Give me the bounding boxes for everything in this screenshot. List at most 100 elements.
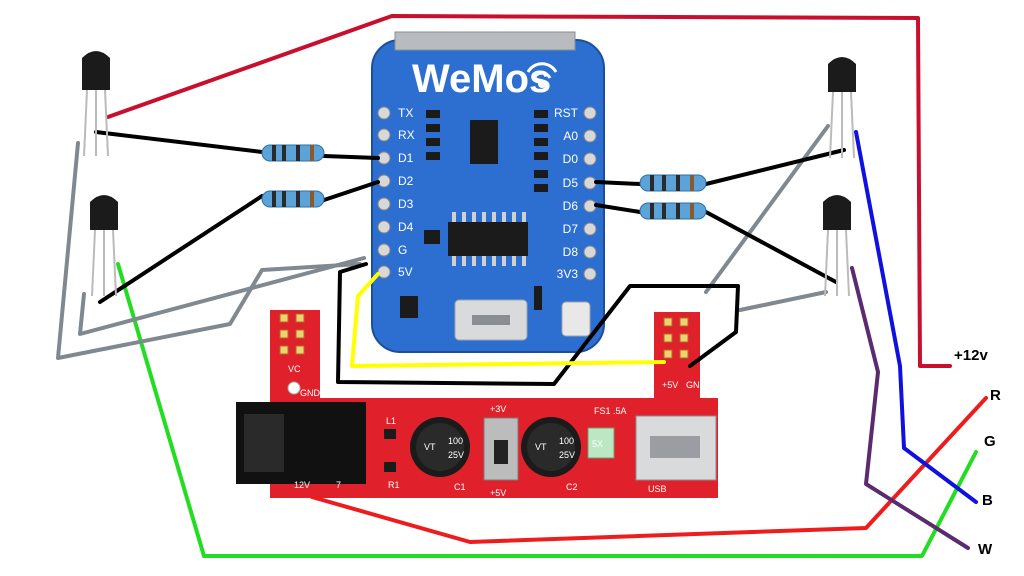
silk-5v-right: +5V (662, 380, 678, 390)
silk-usb: USB (648, 484, 667, 494)
wire-gnd-right (704, 124, 830, 294)
smd-r1 (384, 462, 396, 472)
silk-7: 7 (336, 480, 341, 490)
silk-c1: C1 (454, 482, 466, 492)
wire-w (850, 266, 970, 550)
left-header: TX RX D1 D2 D3 D4 G 5V (377, 106, 415, 279)
silk-gnd-left: GND (300, 388, 321, 398)
transistor-bottom-right (823, 195, 851, 297)
pin-label-d4: D4 (398, 220, 414, 234)
pin-label-d8: D8 (563, 245, 579, 259)
wire-d6-b (704, 210, 838, 284)
pin-label-d0: D0 (563, 152, 579, 166)
wire-d1-b (322, 154, 380, 160)
antenna-shield (394, 31, 576, 51)
pin-label-d5: D5 (563, 176, 579, 190)
psu-led (287, 381, 301, 395)
wire-gnd-right-2 (738, 290, 828, 312)
capacitor-1-top (416, 423, 464, 471)
board-logo: WeMos (412, 57, 551, 101)
smd-cap-1 (424, 230, 440, 244)
silk-gnd-right: GND (686, 380, 707, 390)
reset-button (561, 301, 591, 337)
pin-label-d7: D7 (563, 222, 579, 236)
dc-barrel-jack-opening (244, 414, 284, 472)
wire-gnd-left (56, 141, 362, 360)
psu-left-header (279, 313, 305, 355)
cap2-voltage: 25V (559, 450, 575, 460)
resistors (261, 144, 707, 220)
cap1-value: 100 (448, 436, 463, 446)
cap1-voltage: 25V (448, 450, 464, 460)
wire-12v (106, 14, 952, 368)
fuse (587, 427, 615, 459)
label-g: G (984, 433, 996, 450)
wires (56, 14, 988, 558)
transistor-top-left (82, 51, 110, 157)
fuse-mark: 5X (592, 439, 603, 449)
resistor-d2 (261, 190, 325, 208)
capacitor-2-top (527, 423, 575, 471)
board-smd-parts (400, 110, 548, 318)
resistor-d5 (639, 174, 707, 192)
wire-d5-a (594, 180, 642, 186)
regulator (470, 120, 498, 164)
slide-switch-knob (494, 440, 508, 464)
silk-3v: +3V (490, 404, 506, 414)
diode (534, 286, 542, 310)
wire-g (116, 262, 978, 558)
label-r: R (990, 387, 1001, 404)
pin-label-g: G (398, 243, 407, 257)
right-header: RST A0 D0 D5 D6 D7 D8 3V3 (554, 106, 597, 281)
pin-label-tx: TX (398, 106, 413, 120)
wire-d1-a (94, 130, 264, 154)
usb-port-slot (472, 315, 510, 325)
psu-right-header (663, 317, 689, 359)
silk-fs1: FS1 .5A (594, 406, 627, 416)
wire-gnd-left-2 (78, 256, 366, 336)
silk-12v: 12V (294, 480, 310, 490)
smd-l1 (384, 429, 396, 439)
pin-label-d2: D2 (398, 174, 414, 188)
wire-d2-b (322, 180, 380, 202)
pin-label-d3: D3 (398, 197, 414, 211)
silk-l1: L1 (386, 416, 396, 426)
resistor-d6 (639, 202, 707, 220)
silk-vc: VC (288, 364, 301, 374)
cap2-series: VT (535, 442, 547, 452)
silk-c2: C2 (566, 482, 578, 492)
mini-usb-slot (650, 436, 700, 458)
wifi-icon (526, 62, 558, 88)
transistor-bottom-left (90, 195, 118, 297)
pin-label-3v3: 3V3 (557, 267, 579, 281)
transistor-top-right (828, 57, 856, 159)
power-supply-module: 100 25V VT 100 25V VT 5X 12V 7 R1 C1 C2 … (236, 310, 718, 498)
wire-gnd-black (336, 262, 740, 386)
silk-r1: R1 (388, 480, 400, 490)
pin-label-rst: RST (554, 106, 579, 120)
pin-label-5v: 5V (398, 265, 413, 279)
cap1-series: VT (424, 442, 436, 452)
cap2-value: 100 (559, 436, 574, 446)
label-12v: +12v (954, 347, 988, 364)
transistors (82, 51, 856, 297)
wire-d5-b (704, 148, 846, 186)
pin-label-d6: D6 (563, 199, 579, 213)
wire-b (854, 130, 978, 504)
pin-label-d1: D1 (398, 151, 414, 165)
label-w: W (978, 541, 993, 558)
wire-d6-a (594, 203, 642, 214)
pin-label-a0: A0 (563, 129, 578, 143)
wemos-board: WeMos (371, 31, 605, 353)
resistor-d1 (261, 144, 325, 162)
silk-5v-bottom: +5V (490, 488, 506, 498)
pin-label-rx: RX (398, 128, 415, 142)
chip-pins (452, 212, 526, 266)
label-b: B (982, 492, 993, 509)
ch340-chip (448, 222, 528, 256)
psu-right-rail (654, 312, 700, 408)
slide-switch (483, 417, 519, 481)
wire-d2-a (98, 194, 264, 304)
wire-5v (350, 272, 666, 368)
